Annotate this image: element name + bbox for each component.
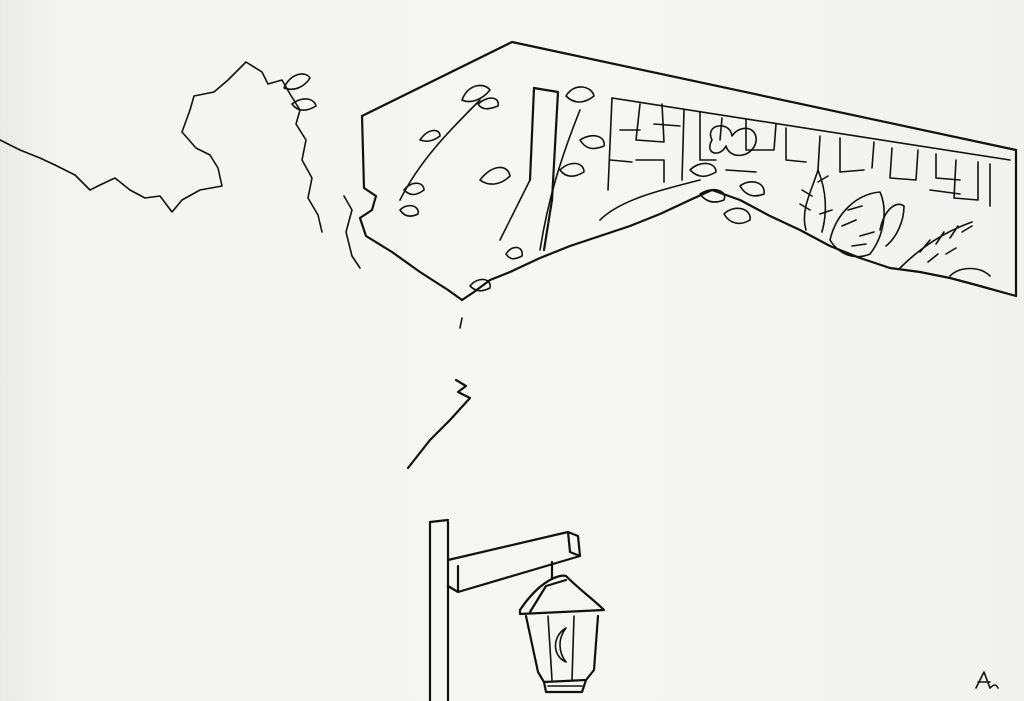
lamp-hood (518, 574, 606, 616)
small-tick-mark (459, 317, 463, 329)
building-left-wall (358, 114, 464, 302)
lamp-flame (554, 627, 567, 663)
lamp-glass-divider (547, 615, 575, 681)
tree-leaf-left-2 (291, 98, 317, 112)
roof-top-edge (360, 40, 1018, 152)
tall-wall-block-left (528, 86, 536, 182)
rooftop-shrubs (799, 169, 991, 277)
pipe-stroke (343, 195, 361, 269)
brick-pattern (607, 97, 1011, 207)
lamp-base (542, 678, 588, 694)
squiggle-stroke (406, 378, 472, 470)
lamp-arm (446, 530, 582, 594)
tall-wall-block (532, 86, 560, 252)
wall-ornament (709, 125, 757, 157)
lamp-glass (524, 614, 600, 684)
lamp-post-pole (428, 518, 450, 701)
artist-signature (975, 671, 999, 689)
climbing-vines (399, 84, 765, 292)
tree-leaf-left (283, 73, 311, 91)
hill-ridge-line (0, 61, 323, 233)
